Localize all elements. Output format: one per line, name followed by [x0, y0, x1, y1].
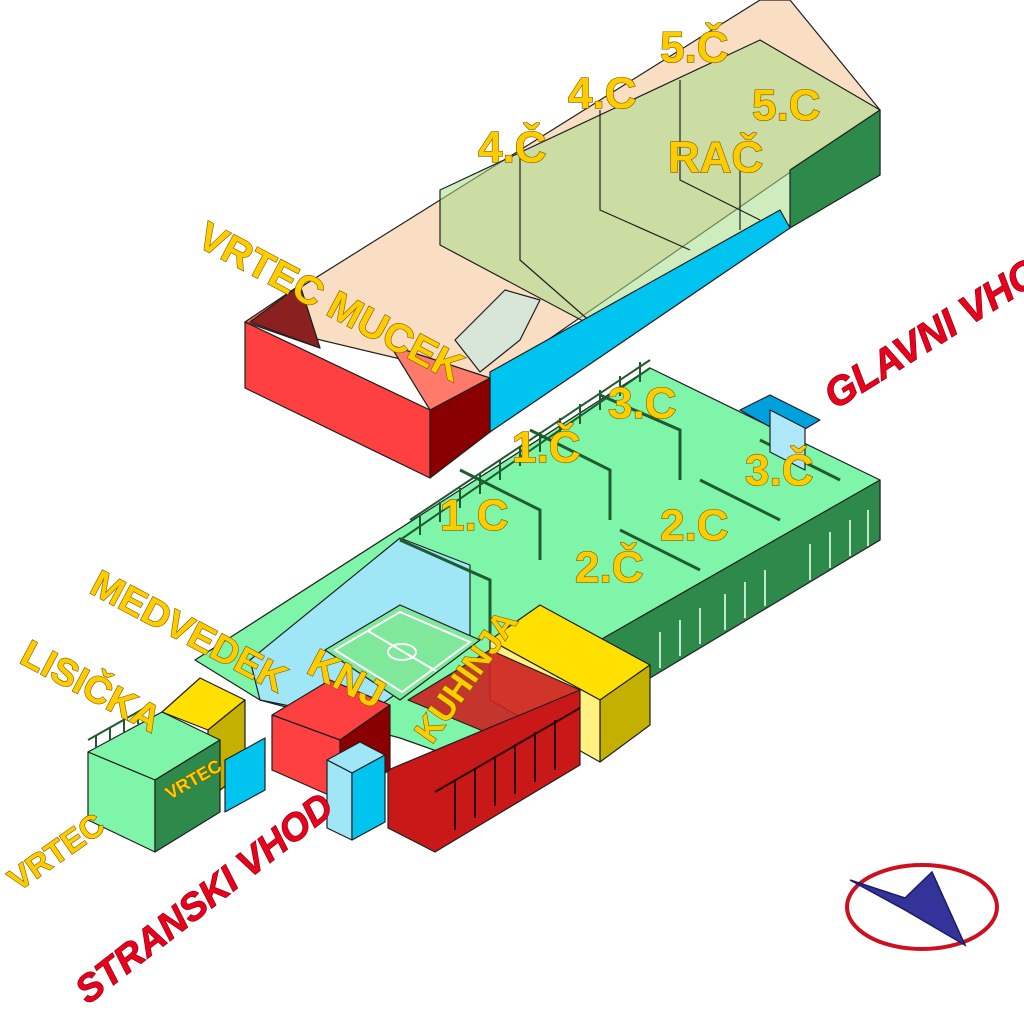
label-vrtec-left: VRTEC — [1, 806, 110, 898]
label-4c-top: 4.C — [568, 69, 636, 118]
lisicka-side — [154, 739, 221, 853]
upper-end-wall — [789, 109, 881, 229]
football-pitch-lines — [333, 610, 473, 694]
main-entrance-glass — [769, 409, 806, 471]
upper-building — [244, 0, 881, 479]
label-5c-hat: 5.Č — [660, 21, 728, 72]
lisicka-railing — [87, 704, 151, 748]
label-4c-hat: 4.Č — [478, 121, 546, 172]
medvedek-glass — [224, 737, 266, 813]
vrtec-roof-right — [389, 344, 491, 411]
side-entrance-front — [326, 759, 353, 841]
lower-building — [87, 359, 881, 853]
label-2c-hat: 2.Č — [575, 541, 643, 592]
label-1c: 1.C — [440, 491, 508, 540]
label-1c-hat: 1.Č — [512, 421, 580, 472]
label-3c-hat: 3.Č — [745, 444, 813, 495]
upper-inner-wall — [599, 110, 691, 251]
kitchen-red-windows — [434, 707, 581, 830]
north-arrow-icon — [845, 863, 999, 951]
label-glavni-vhod: GLAVNI VHOD — [816, 235, 1024, 418]
upper-inner-wall — [679, 80, 761, 221]
back-railing — [399, 359, 651, 541]
label-3c: 3.C — [608, 379, 676, 428]
upper-connector — [454, 289, 541, 373]
kitchen-red-front — [387, 689, 581, 853]
label-rac: RAČ — [668, 131, 763, 182]
label-2c: 2.C — [660, 501, 728, 550]
label-5c-right: 5.C — [752, 81, 820, 130]
vrtec-roof-dark — [249, 284, 321, 349]
label-lisicka: LISIČKA — [14, 630, 169, 741]
side-entrance-side — [351, 754, 386, 841]
front-windows — [659, 510, 869, 668]
upper-inner-wall — [519, 150, 601, 331]
